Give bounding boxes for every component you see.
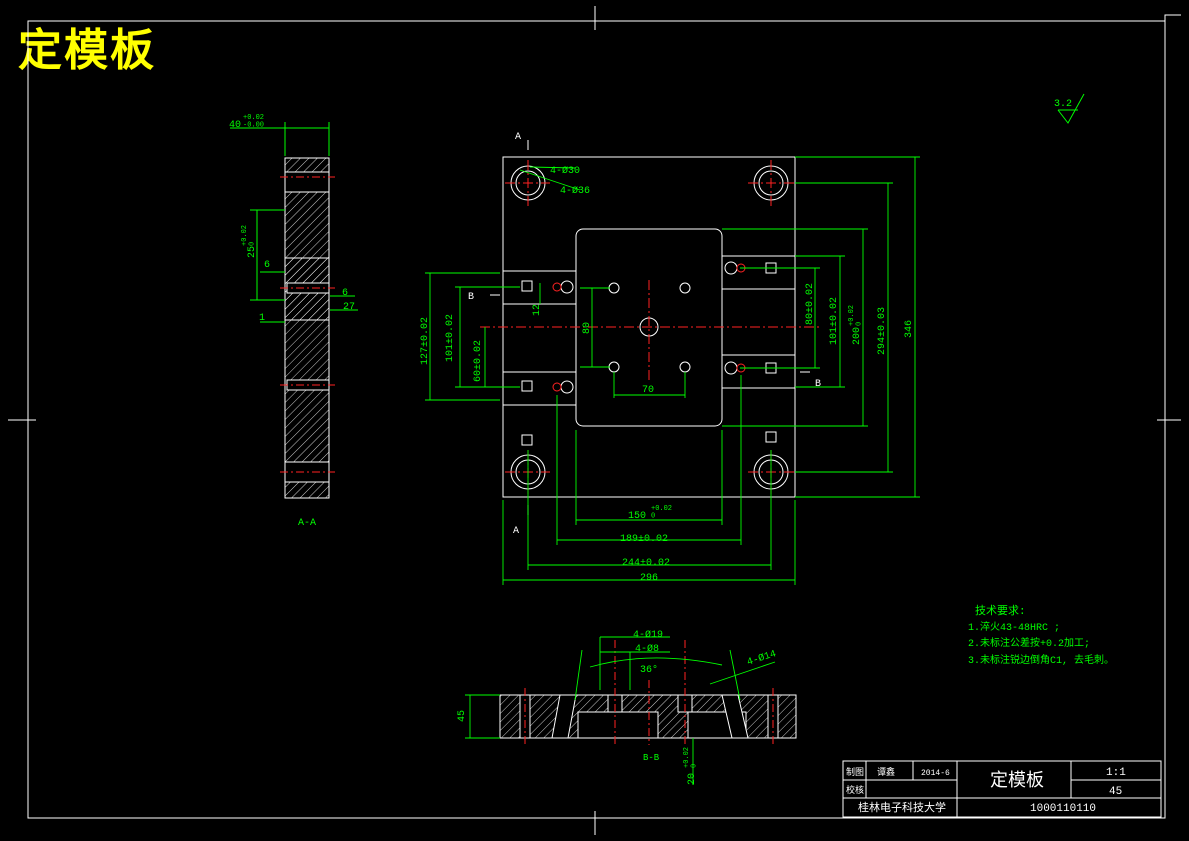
section-a-top: A [515,132,521,143]
roughness-value: 3.2 [1054,99,1072,110]
dim-244: 244±0.02 [622,558,670,569]
dim-101-left: 101±0.02 [445,314,456,362]
roughness-symbol: 3.2 [1054,93,1085,124]
dim-101-right: 101±0.02 [829,297,840,345]
dim-189: 189±0.02 [620,534,668,545]
dim-80v: 80 [582,322,593,334]
notes-line-1: 1.淬火43-48HRC ; [968,620,1060,634]
tb-school: 桂林电子科技大学 [858,800,946,815]
tb-material: 45 [1109,786,1122,798]
dim-12: 12 [532,304,543,316]
dim-150: 150 [628,511,646,522]
dim-296: 296 [640,573,658,584]
dim-20-tol: +0.020 [683,747,699,768]
dim-346: 346 [904,320,915,338]
tb-drawn-label: 制图 [846,766,864,778]
dim-70: 70 [642,385,654,396]
dim-1: 1 [259,313,265,324]
tb-check-label: 校核 [846,784,864,796]
dim-80-right: 80±0.02 [805,283,816,325]
dim-294: 294±0.03 [877,307,888,355]
dim-25-tol: +0.020 [241,225,257,246]
technical-notes: 技术要求: 1.淬火43-48HRC ; 2.未标注公差按+0.2加工; 3.未… [968,604,1114,667]
label-bb: B-B [643,753,660,763]
plan-view: A A B B [420,132,920,585]
section-view-bb: 4-Ø19 4-Ø8 36° 4-Ø14 45 20 +0.020 B-B [457,629,797,785]
drawing-title: 定模板 [18,25,156,76]
tb-drawing-no: 1000110110 [1030,803,1096,815]
dim-hole-cb: 4-Ø36 [560,185,590,197]
dim-45: 45 [457,710,468,722]
dim-angle: 36° [640,664,658,676]
dim-60-left: 60±0.02 [473,340,484,382]
dim-h19: 4-Ø19 [633,629,663,641]
notes-line-3: 3.未标注锐边倒角C1, 去毛刺。 [968,653,1114,667]
dim-27: 27 [343,302,355,313]
dim-thickness: 40 [229,120,241,131]
tb-scale: 1:1 [1106,767,1126,779]
tb-part-name: 定模板 [990,770,1044,792]
dim-200-tol: +0.020 [848,305,864,326]
notes-line-2: 2.未标注公差按+0.2加工; [968,636,1090,650]
section-b-left: B [468,292,474,303]
dim-20: 20 [687,773,698,785]
dim-h14: 4-Ø14 [746,648,778,669]
side-view-aa: 40 +0.02-0.00 25 +0.020 6 6 27 1 A-A [229,114,358,529]
dim-6a: 6 [264,260,270,271]
sheet-frame [8,6,1181,835]
dim-hole-large: 4-Ø30 [550,165,580,177]
tb-drawn-name: 谭鑫 [877,766,895,778]
dim-200: 200 [852,327,863,345]
notes-heading: 技术要求: [975,604,1026,618]
title-block: 制图 谭鑫 2014-6 校核 定模板 1:1 45 桂林电子科技大学 1000… [842,760,1162,818]
dim-h8: 4-Ø8 [635,643,659,655]
section-a-bottom: A [513,526,519,537]
section-b-right: B [815,379,821,390]
dim-25: 25 [247,246,258,258]
tb-date: 2014-6 [921,769,950,778]
label-aa: A-A [298,518,316,529]
dim-6b: 6 [342,288,348,299]
dim-127: 127±0.02 [420,317,431,365]
dim-thickness-tol: +0.02-0.00 [243,114,264,130]
